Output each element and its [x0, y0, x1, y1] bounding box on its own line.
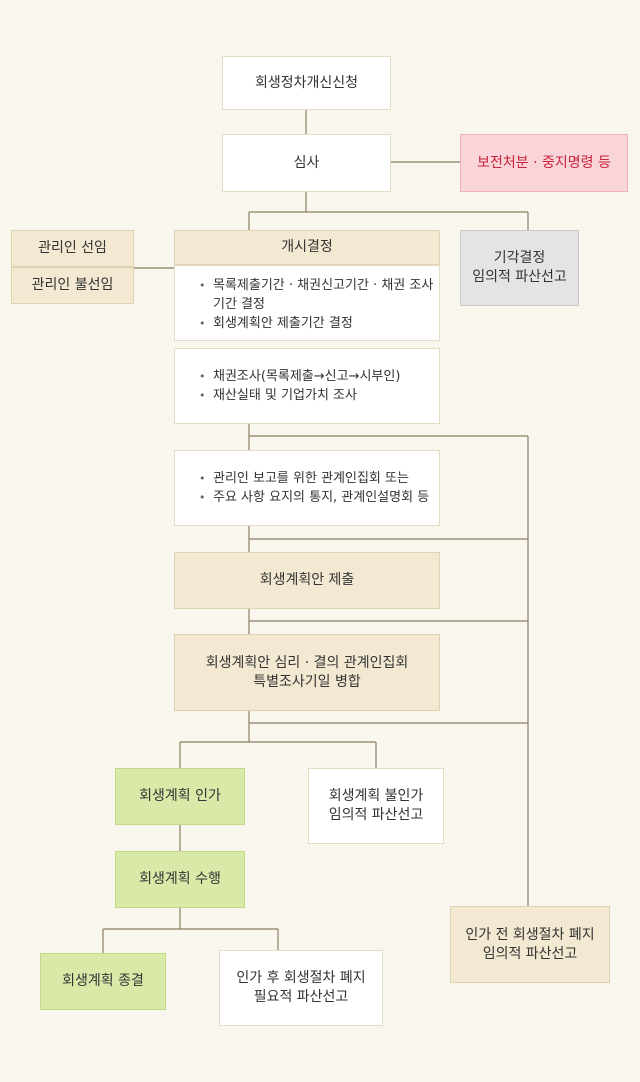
plan-submission-box: 회생계획안 제출: [174, 552, 440, 609]
commencement-items-box: 목록제출기간 · 채권신고기간 · 채권 조사 기간 결정 회생계획안 제출기간…: [174, 265, 440, 341]
review-box: 심사: [222, 134, 391, 192]
plan-review-box: 회생계획안 심리 · 결의 관계인집회 특별조사기일 병합: [174, 634, 440, 711]
meeting-item: 주요 사항 요지의 통지, 관계인설명회 등: [199, 488, 439, 507]
dismissal-box: 기각결정 임의적 파산선고: [460, 230, 579, 306]
investigation-item: 재산실태 및 기업가치 조사: [199, 386, 439, 405]
plan-review-line: 특별조사기일 병합: [253, 673, 361, 690]
abolish-before-line: 임의적 파산선고: [482, 945, 578, 962]
plan-disapproval-line: 임의적 파산선고: [328, 807, 424, 823]
application-box: 회생정차개신신청: [222, 56, 391, 110]
abolish-after-approval-box: 인가 후 회생절차 폐지 필요적 파산선고: [219, 950, 383, 1026]
plan-termination-box: 회생계획 종결: [40, 953, 166, 1010]
abolish-after-line: 필요적 파산선고: [253, 989, 349, 1005]
plan-disapproval-box: 회생계획 불인가 임의적 파산선고: [308, 768, 444, 844]
commencement-decision-header: 개시결정: [174, 230, 440, 265]
abolish-before-line: 인가 전 회생절차 폐지: [465, 926, 595, 943]
appoint-manager-box: 관리인 선임: [11, 230, 134, 267]
plan-disapproval-line: 회생계획 불인가: [328, 788, 424, 804]
plan-review-line: 회생계획안 심리 · 결의 관계인집회: [205, 654, 409, 671]
investigation-item: 채권조사(목록제출→신고→시부인): [199, 367, 439, 386]
stakeholder-meeting-box: 관리인 보고를 위한 관계인집회 또는 주요 사항 요지의 통지, 관계인설명회…: [174, 450, 440, 526]
plan-approval-box: 회생계획 인가: [115, 768, 245, 825]
commencement-item: 회생계획안 제출기간 결정: [199, 314, 439, 333]
plan-execution-box: 회생계획 수행: [115, 851, 245, 908]
investigation-items-box: 채권조사(목록제출→신고→시부인) 재산실태 및 기업가치 조사: [174, 348, 440, 424]
preservation-order-box: 보전처분 · 중지명령 등: [460, 134, 628, 192]
commencement-item: 목록제출기간 · 채권신고기간 · 채권 조사 기간 결정: [199, 276, 439, 314]
dismissal-line: 임의적 파산선고: [472, 269, 567, 285]
no-appoint-manager-box: 관리인 불선임: [11, 267, 134, 304]
abolish-before-approval-box: 인가 전 회생절차 폐지 임의적 파산선고: [450, 906, 610, 983]
abolish-after-line: 인가 후 회생절차 폐지: [236, 970, 366, 986]
dismissal-line: 기각결정: [493, 250, 546, 266]
meeting-item: 관리인 보고를 위한 관계인집회 또는: [199, 469, 439, 488]
